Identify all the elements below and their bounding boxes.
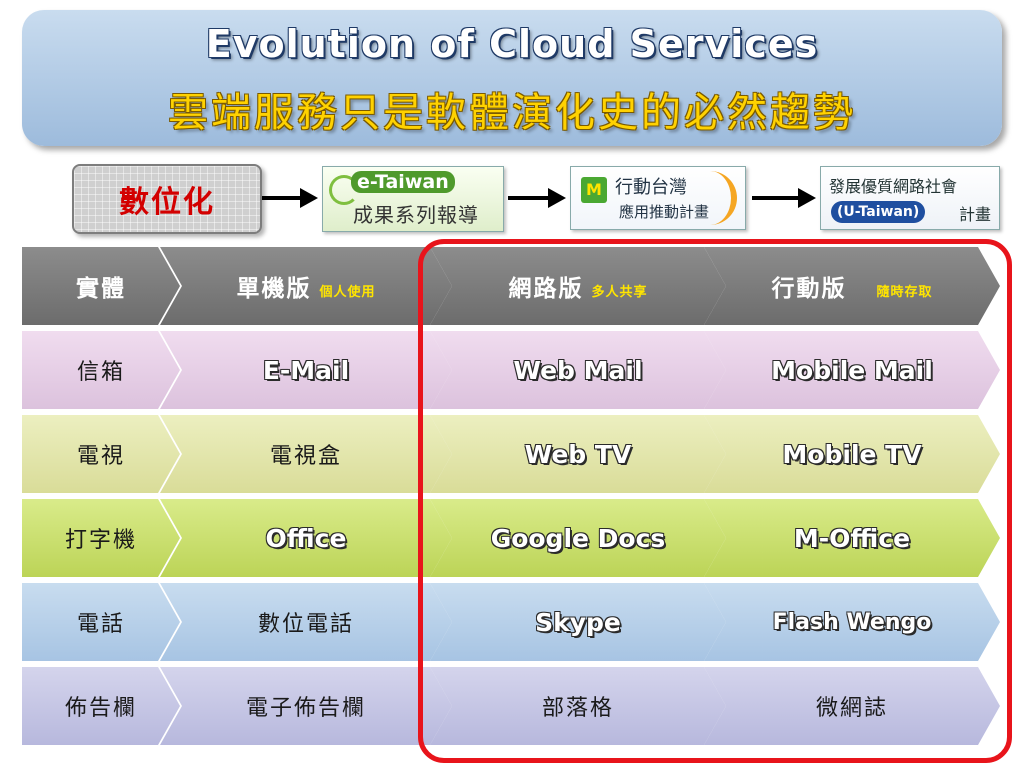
row-bulletin-standalone: 電子佈告欄 [160,667,452,745]
header-standalone-label: 單機版 [236,275,312,302]
utaiwan-logo: 發展優質網路社會 (U-Taiwan) 計畫 [820,166,1000,230]
header-physical-label: 實體 [76,275,126,302]
cell-label: Mobile TV [782,439,922,469]
mtaiwan-logo-icon: M [581,177,607,203]
row-office-mobile: M-Office [704,499,1000,577]
etaiwan-subtitle: 成果系列報導 [353,203,479,227]
row-mail-mobile: Mobile Mail [704,331,1000,409]
cell-label: Mobile Mail [771,355,933,385]
mtaiwan-line1: 行動台灣 [615,177,687,198]
cell-label: Skype [535,607,621,637]
cell-label: Web Mail [513,355,643,385]
cell-label: 電話 [76,612,125,637]
cell-label: 數位電話 [257,612,354,637]
cell-label: 佈告欄 [64,696,137,721]
digitalization-box: 數位化 [72,164,262,234]
row-phone-network: Skype [430,583,726,661]
right-arrow-icon [508,188,566,208]
header-mobile-note: 隨時存取 [876,285,933,300]
cell-label: 電子佈告欄 [245,696,366,721]
header-network-label: 網路版 [508,275,584,302]
row-tv-physical: 電視 [22,415,180,493]
etaiwan-logo: e-Taiwan 成果系列報導 [322,166,504,232]
row-phone-mobile: Flash Wengo [704,583,1000,661]
title-chinese: 雲端服務只是軟體演化史的必然趨勢 [168,90,856,136]
cell-label: Office [265,523,347,553]
header-network-note: 多人共享 [591,285,648,300]
cell-label: 信箱 [76,360,125,385]
mtaiwan-line2: 應用推動計畫 [619,203,710,221]
utaiwan-line2: 計畫 [959,205,992,224]
header-physical: 實體 [22,247,180,325]
row-tv-standalone: 電視盒 [160,415,452,493]
swirl-icon [329,175,359,205]
row-bulletin-physical: 佈告欄 [22,667,180,745]
cell-label: 打字機 [64,528,137,553]
cell-label: 微網誌 [815,696,888,721]
row-mail-physical: 信箱 [22,331,180,409]
title-banner: Evolution of Cloud Services 雲端服務只是軟體演化史的… [22,10,1002,146]
row-bulletin-mobile: 微網誌 [704,667,1000,745]
utaiwan-line1: 發展優質網路社會 [829,177,958,196]
digitalization-label: 數位化 [119,185,215,220]
etaiwan-brand: e-Taiwan [351,171,455,193]
cell-label: Flash Wengo [772,609,932,635]
row-mail-network: Web Mail [430,331,726,409]
row-office-standalone: Office [160,499,452,577]
right-arrow-icon [262,188,318,208]
header-standalone-note: 個人使用 [319,285,376,300]
row-office-network: Google Docs [430,499,726,577]
cell-label: M-Office [793,523,911,553]
row-tv-mobile: Mobile TV [704,415,1000,493]
cell-label: 電視 [76,444,125,469]
cell-label: 部落格 [541,696,614,721]
row-phone-physical: 電話 [22,583,180,661]
row-phone-standalone: 數位電話 [160,583,452,661]
arc-decoration-icon [707,171,737,225]
cell-label: Google Docs [490,523,666,553]
header-network: 網路版多人共享 [430,247,726,325]
header-mobile: 行動版 隨時存取 [704,247,1000,325]
row-mail-standalone: E-Mail [160,331,452,409]
row-office-physical: 打字機 [22,499,180,577]
cell-label: E-Mail [262,355,350,385]
cell-label: Web TV [524,439,632,469]
utaiwan-pill: (U-Taiwan) [831,201,926,223]
title-english: Evolution of Cloud Services [205,22,819,66]
right-arrow-icon [752,188,816,208]
mtaiwan-logo: M 行動台灣 應用推動計畫 [570,166,746,230]
row-tv-network: Web TV [430,415,726,493]
cell-label: 電視盒 [269,444,342,469]
header-mobile-label: 行動版 [771,275,847,302]
row-bulletin-network: 部落格 [430,667,726,745]
header-standalone: 單機版個人使用 [160,247,452,325]
